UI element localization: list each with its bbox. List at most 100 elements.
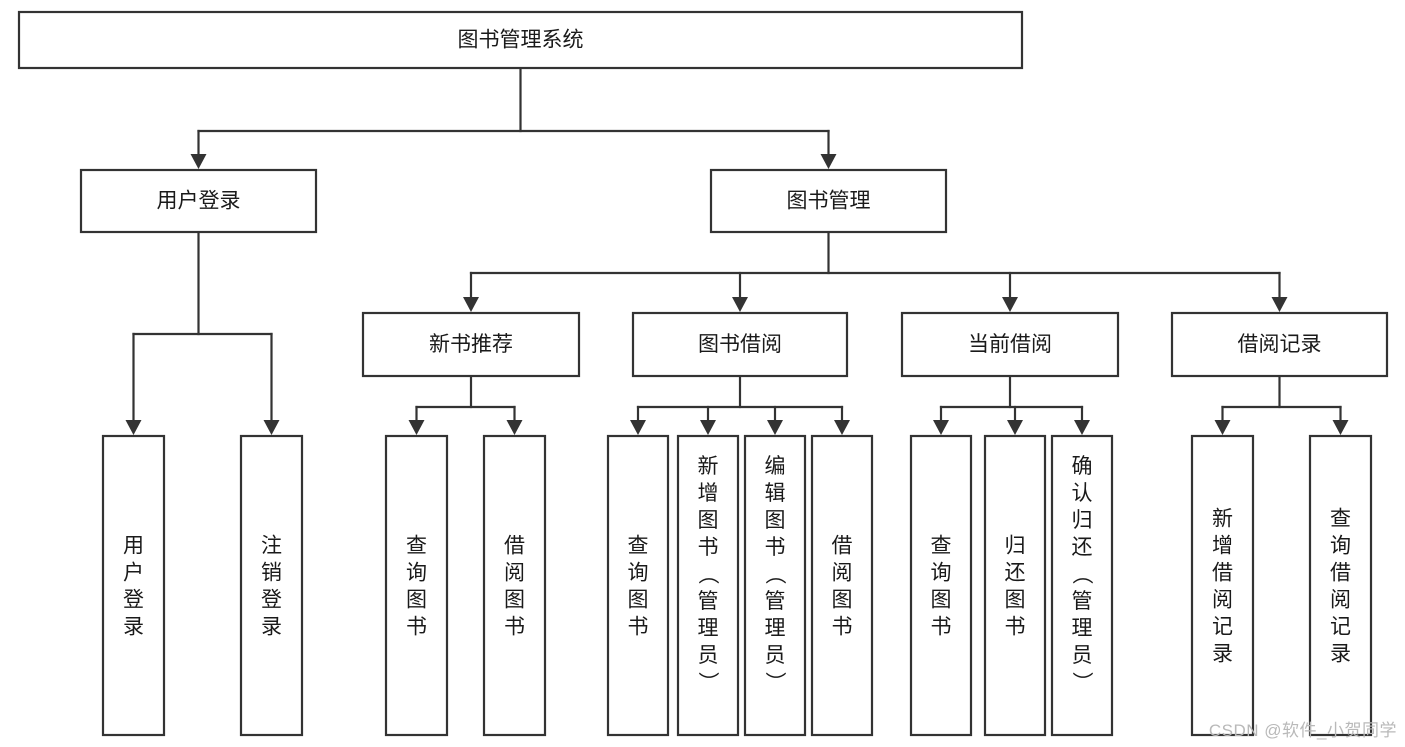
node-label-char: 图 [765,509,786,532]
arrow-head-icon [834,420,850,435]
node-box[interactable] [79,168,318,234]
node-label-char: ） [1070,672,1093,693]
arrow-head-icon [1074,420,1090,435]
node-label-char: 用 [123,535,144,558]
node-label-char: 查 [1330,508,1351,531]
node-label-char: 借 [1330,562,1351,585]
node-box[interactable] [384,434,449,737]
node-label-char: （ [1070,564,1093,585]
node-root[interactable]: 图书管理系统 [17,10,1024,70]
node-label-char: 阅 [1330,589,1351,612]
arrow-head-icon [933,420,949,435]
node-label-char: 书 [931,616,952,639]
node-current-borrow[interactable]: 当前借阅 [900,311,1120,378]
arrow-head-icon [190,154,207,169]
node-box[interactable] [631,311,849,378]
node-label-char: 书 [406,616,427,639]
node-box[interactable] [676,434,740,737]
node-label: 图书管理 [787,190,871,213]
node-box[interactable] [810,434,874,737]
arrow-head-icon [700,420,716,435]
node-box[interactable] [482,434,547,737]
node-label-char: 询 [931,562,952,585]
arrow-head-icon [1214,420,1231,435]
node-box[interactable] [743,434,807,737]
node-box[interactable] [17,10,1024,70]
node-label-char: 书 [504,616,525,639]
node-label-char: 户 [123,562,144,585]
node-box[interactable] [361,311,581,378]
node-box[interactable] [709,168,948,234]
node-box[interactable] [1308,434,1373,737]
node-label-char: 管 [698,590,719,613]
node-label: 用户登录 [157,190,241,213]
node-label-char: 录 [1212,643,1233,666]
node-label-char: 员 [698,644,719,667]
node-label-char: 辑 [765,482,786,505]
node-box[interactable] [900,311,1120,378]
node-box[interactable] [909,434,973,737]
arrow-head-icon [732,297,748,312]
node-label-char: 图 [406,589,427,612]
node-box[interactable] [1170,311,1389,378]
node-leaf-user-login[interactable]: 用户登录 [101,434,166,737]
node-label-char: 销 [261,562,282,585]
node-box[interactable] [983,434,1047,737]
arrow-head-icon [1007,420,1023,435]
node-box[interactable] [101,434,166,737]
node-borrow-record[interactable]: 借阅记录 [1170,311,1389,378]
arrow-head-icon [125,420,142,435]
node-label-char: 编 [765,455,786,478]
watermark-text: CSDN @软件_小贺同学 [1208,721,1397,740]
node-label-char: 阅 [504,562,525,585]
node-label-char: 确 [1072,455,1093,478]
node-label: 借阅记录 [1238,333,1322,356]
node-label-char: 书 [1005,616,1026,639]
node-label-char: 员 [765,644,786,667]
node-label-char: 书 [628,616,649,639]
node-label-char: 还 [1072,536,1093,559]
arrow-head-icon [463,297,479,312]
node-label-char: 图 [698,509,719,532]
node-label-char: 归 [1072,509,1093,532]
arrow-head-icon [630,420,646,435]
node-label-char: 借 [1212,562,1233,585]
node-user-login[interactable]: 用户登录 [79,168,318,234]
node-label-char: 图 [1005,589,1026,612]
node-book-manage[interactable]: 图书管理 [709,168,948,234]
node-label-char: ） [763,672,786,693]
node-label-char: 询 [406,562,427,585]
node-box[interactable] [239,434,304,737]
node-label-char: 书 [765,536,786,559]
node-label: 新书推荐 [429,333,513,356]
node-label-char: 查 [628,535,649,558]
node-label-char: 图 [931,589,952,612]
node-label-char: 登 [261,589,282,612]
connector-group [125,66,1349,435]
node-label-char: 理 [1072,617,1093,640]
node-box[interactable] [606,434,670,737]
node-new-book-rec[interactable]: 新书推荐 [361,311,581,378]
node-box[interactable] [1190,434,1255,737]
node-label-char: 理 [765,617,786,640]
node-label-char: 查 [406,535,427,558]
node-book-borrow[interactable]: 图书借阅 [631,311,849,378]
node-box[interactable] [1050,434,1114,737]
node-label-char: 增 [698,482,719,505]
node-label-char: 管 [765,590,786,613]
node-label-char: 借 [832,535,853,558]
